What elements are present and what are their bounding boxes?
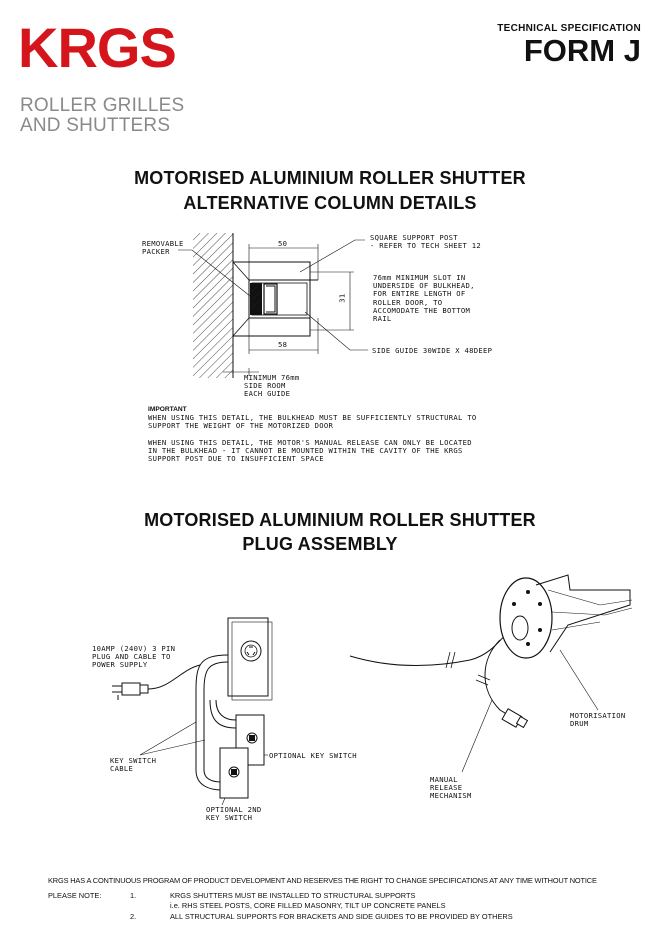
section2-title-line2: PLUG ASSEMBLY	[242, 534, 398, 554]
note-1-number: 1.	[130, 891, 137, 900]
label-key-cable: KEY SWITCH CABLE	[110, 756, 157, 774]
brand-tagline-line2: AND SHUTTERS	[20, 115, 171, 136]
label-plug: 10AMP (240V) 3 PIN PLUG AND CABLE TO POW…	[92, 644, 176, 670]
dim-58: 58	[278, 340, 288, 349]
label-side-guide: SIDE GUIDE 30WIDE X 48DEEP	[372, 346, 493, 355]
spec-label: TECHNICAL SPECIFICATION	[497, 23, 641, 34]
manual-release-handle	[501, 708, 529, 729]
note-2-number: 2.	[130, 912, 137, 921]
power-outlet	[227, 617, 273, 701]
plug-icon	[112, 682, 149, 700]
section1-title-line2: ALTERNATIVE COLUMN DETAILS	[183, 193, 477, 213]
form-label: FORM J	[523, 33, 641, 68]
label-optional-key-switch: OPTIONAL KEY SWITCH	[269, 751, 357, 760]
footer-notice: KRGS HAS A CONTINUOUS PROGRAM OF PRODUCT…	[48, 876, 597, 885]
label-slot: 76mm MINIMUM SLOT IN UNDERSIDE OF BULKHE…	[373, 273, 475, 324]
section2-title-line1: MOTORISED ALUMINIUM ROLLER SHUTTER	[144, 510, 536, 530]
brand-logo: KRGS	[18, 16, 177, 79]
label-optional-2nd: OPTIONAL 2ND KEY SWITCH	[206, 805, 262, 823]
label-side-room: MINIMUM 76mm SIDE ROOM EACH GUIDE	[244, 373, 300, 399]
note-2: ALL STRUCTURAL SUPPORTS FOR BRACKETS AND…	[170, 912, 513, 921]
brand-tagline-line1: ROLLER GRILLES	[20, 95, 185, 116]
important-note-1: WHEN USING THIS DETAIL, THE BULKHEAD MUS…	[148, 413, 477, 431]
wall-hatch	[193, 233, 233, 378]
label-drum: MOTORISATION DRUM	[570, 711, 626, 729]
label-removable-packer: REMOVABLE PACKER	[142, 239, 184, 257]
label-manual-release: MANUAL RELEASE MECHANISM	[430, 775, 472, 801]
important-note-2: WHEN USING THIS DETAIL, THE MOTOR'S MANU…	[148, 438, 472, 464]
please-note-label: PLEASE NOTE:	[48, 891, 102, 900]
section1-title-line1: MOTORISED ALUMINIUM ROLLER SHUTTER	[134, 168, 526, 188]
note-1-line1: KRGS SHUTTERS MUST BE INSTALLED TO STRUC…	[170, 891, 416, 900]
label-square-post: SQUARE SUPPORT POST - REFER TO TECH SHEE…	[370, 233, 482, 251]
key-switch-2	[219, 747, 249, 799]
motorisation-drum	[499, 574, 633, 659]
note-1-line2: i.e. RHS STEEL POSTS, CORE FILLED MASONR…	[170, 901, 446, 910]
important-title: IMPORTANT	[148, 406, 187, 413]
dim-50: 50	[278, 239, 288, 248]
